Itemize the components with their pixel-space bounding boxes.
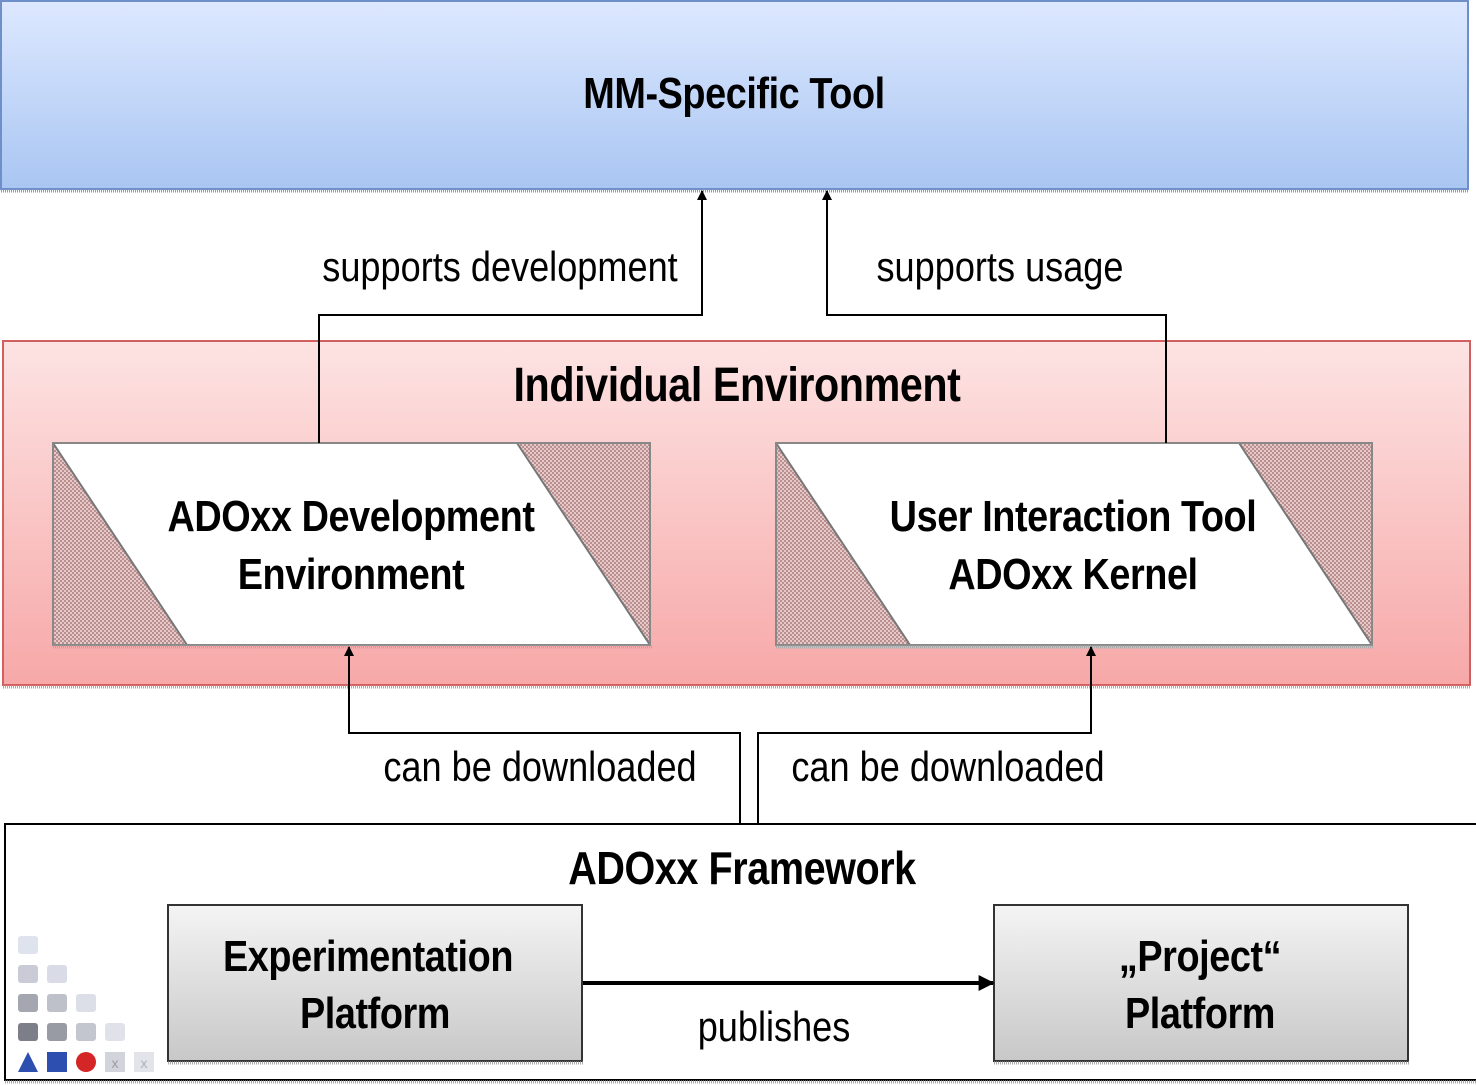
logo-x-box-icon (105, 1052, 125, 1072)
dev-environment-shape (52, 442, 652, 649)
download-right-connector (757, 646, 1096, 824)
download-right-label: can be downloaded (791, 743, 1105, 790)
project-platform-box (993, 904, 1409, 1062)
svg-text:x: x (112, 1055, 119, 1071)
adoxx-logo: x x (18, 936, 154, 1072)
project-platform-line2: Platform (1124, 989, 1276, 1038)
logo-square-icon (47, 1052, 67, 1072)
supports-development-connector (318, 190, 707, 443)
experimentation-platform-box (167, 904, 583, 1062)
experimentation-platform-line1: Experimentation (222, 932, 514, 981)
dev-environment-line2: Environment (237, 550, 465, 599)
logo-triangle-icon (18, 1052, 38, 1072)
adoxx-kernel-line2: ADOxx Kernel (948, 550, 1198, 599)
adoxx-framework-title: ADOxx Framework (568, 842, 916, 894)
supports-usage-connector (822, 190, 1167, 443)
svg-text:x: x (141, 1055, 148, 1071)
supports-development-label: supports development (322, 243, 678, 290)
logo-circle-icon (76, 1052, 96, 1072)
mm-specific-tool-box (0, 0, 1469, 190)
individual-environment-title: Individual Environment (513, 359, 961, 412)
download-left-label: can be downloaded (383, 743, 697, 790)
project-platform-line1: „Project“ (1118, 932, 1282, 981)
supports-usage-label: supports usage (876, 243, 1124, 290)
user-interaction-tool-line1: User Interaction Tool (889, 492, 1257, 541)
user-interaction-tool-shape (775, 442, 1374, 649)
logo-x-box-icon (134, 1052, 154, 1072)
download-left-connector (344, 646, 741, 824)
dev-environment-line1: ADOxx Development (167, 492, 535, 541)
experimentation-platform-line2: Platform (299, 989, 451, 1038)
publishes-label: publishes (697, 1003, 851, 1050)
mm-specific-tool-title: MM-Specific Tool (583, 69, 885, 118)
